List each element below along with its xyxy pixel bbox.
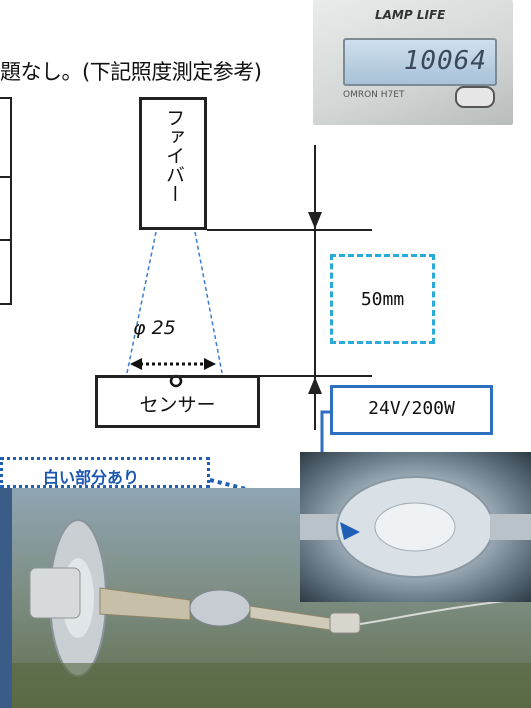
dimension-arrow-down bbox=[308, 212, 322, 229]
lamp-assembly-illustration bbox=[0, 519, 531, 708]
lamp-tube-right bbox=[249, 605, 331, 631]
power-label: 24V/200W bbox=[368, 398, 455, 419]
lamp-life-title: LAMP LIFE bbox=[375, 8, 446, 22]
diameter-label: φ 25 bbox=[133, 317, 176, 339]
photo-edge-strip bbox=[0, 488, 12, 708]
photo-ground bbox=[0, 663, 531, 708]
fiber-label: ファイバー bbox=[163, 108, 185, 203]
bulb-closeup-illustration bbox=[300, 476, 531, 578]
lamp-brand-label: OMRON H7ET bbox=[343, 90, 405, 100]
header-text: 題なし。(下記照度測定参考) bbox=[0, 60, 262, 84]
dimension-arrow-up bbox=[308, 377, 322, 394]
bulb-closeup-photo bbox=[300, 452, 531, 602]
cone-right-line bbox=[194, 231, 223, 374]
bulb-arrow-icon bbox=[340, 522, 360, 540]
lamp-tube bbox=[99, 587, 191, 621]
cone-left-line bbox=[126, 231, 157, 374]
power-bracket bbox=[320, 410, 330, 455]
sensor-box: センサー bbox=[95, 375, 260, 428]
distance-box: 50mm bbox=[330, 254, 435, 344]
lamp-life-value: 10064 bbox=[403, 46, 487, 76]
bulb-stem-right bbox=[490, 514, 531, 540]
fiber-box: ファイバー bbox=[139, 97, 207, 230]
power-box: 24V/200W bbox=[330, 385, 493, 435]
sensor-label: センサー bbox=[139, 394, 216, 416]
callout-box: 白い部分あり bbox=[0, 457, 210, 488]
callout-label: 白い部分あり bbox=[43, 468, 140, 487]
lamp-life-photo: LAMP LIFE 10064 OMRON H7ET bbox=[313, 0, 513, 125]
left-cap bbox=[29, 567, 81, 619]
right-connector bbox=[329, 612, 361, 634]
table-divider bbox=[0, 239, 10, 241]
diameter-arrow-right-head bbox=[204, 358, 216, 370]
bulb-arc-tube bbox=[374, 502, 456, 552]
table-divider bbox=[0, 176, 10, 178]
diameter-arrow-left-head bbox=[130, 358, 142, 370]
lamp-bulb bbox=[189, 589, 251, 627]
reset-button-icon bbox=[455, 86, 495, 108]
lamp-life-display: 10064 bbox=[343, 38, 497, 86]
distance-label: 50mm bbox=[360, 289, 405, 310]
table-fragment bbox=[0, 97, 12, 305]
